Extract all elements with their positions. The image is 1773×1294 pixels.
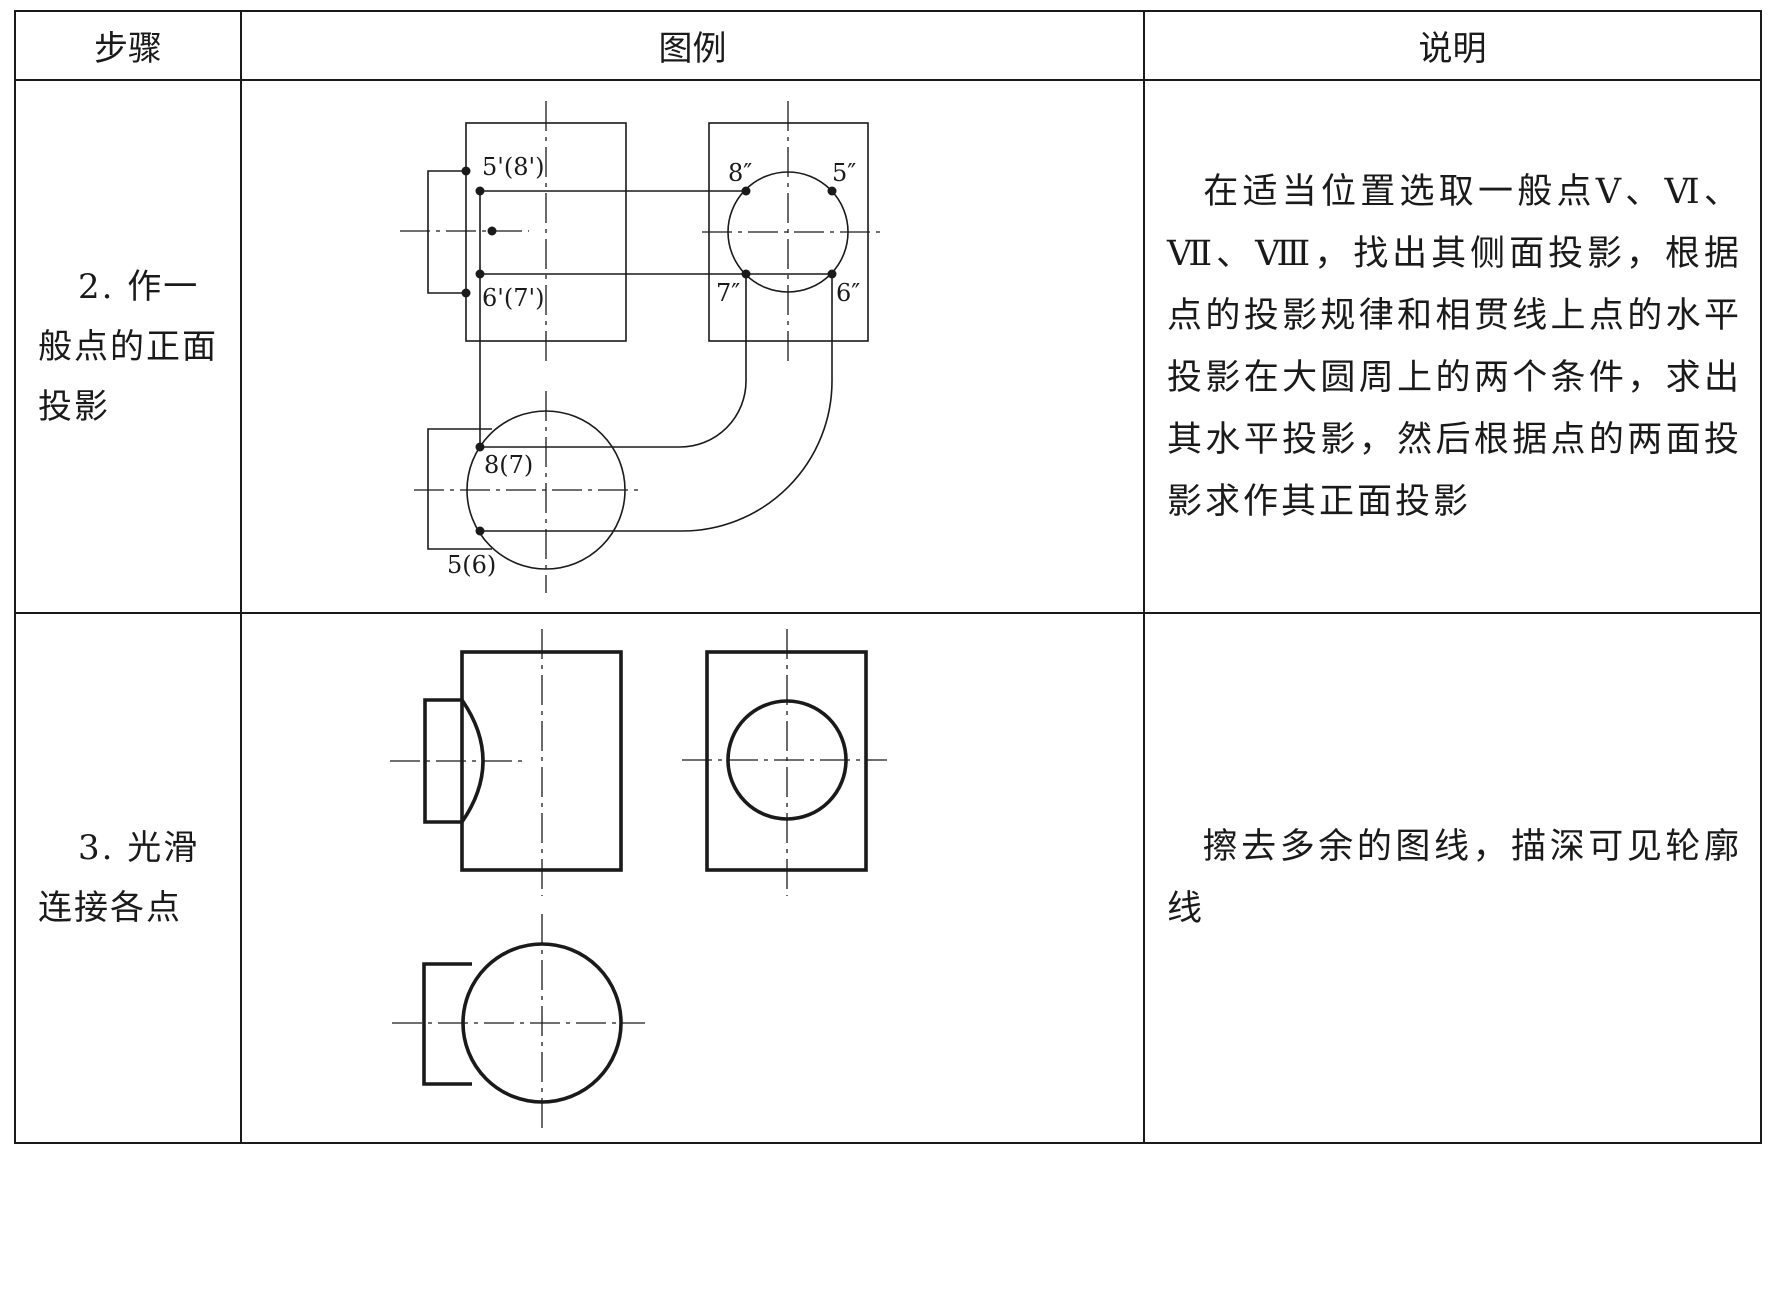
step-cell: 3. 光滑连接各点 <box>14 612 242 1144</box>
label-front-bottom: 6'(7') <box>482 284 544 312</box>
label-side-bl: 7″ <box>716 279 740 307</box>
description-cell: 擦去多余的图线，描深可见轮廓线 <box>1143 612 1762 1144</box>
steps-table: 步骤 图例 说明 2. 作一般点的正面投影 5'(8') 6'(7') <box>14 10 1762 1144</box>
plan-circle <box>461 942 623 1104</box>
transfer-arc-inner <box>480 274 747 448</box>
front-branch-outline <box>427 170 466 294</box>
header-figure: 图例 <box>240 10 1145 81</box>
description-cell: 在适当位置选取一般点Ⅴ、Ⅵ、Ⅶ、Ⅷ，找出其侧面投影，根据点的投影规律和相贯线上点… <box>1143 79 1762 614</box>
label-side-tl: 8″ <box>728 159 752 187</box>
label-side-br: 6″ <box>836 279 860 307</box>
figure-cell: 5'(8') 6'(7') 8″ 5″ 7″ 6″ <box>240 79 1145 614</box>
point-dot <box>475 269 485 279</box>
description-text: 擦去多余的图线，描深可见轮廓线 <box>1167 827 1742 929</box>
figure-cell <box>240 612 1145 1144</box>
point-dot <box>461 288 471 298</box>
table-row: 2. 作一般点的正面投影 5'(8') 6'(7') <box>14 79 1762 614</box>
point-dot <box>461 166 471 176</box>
plan-branch-outline <box>422 962 472 1086</box>
description-text: 在适当位置选取一般点Ⅴ、Ⅵ、Ⅶ、Ⅷ，找出其侧面投影，根据点的投影规律和相贯线上点… <box>1167 171 1742 522</box>
point-dot <box>487 226 497 236</box>
table-row: 3. 光滑连接各点 擦去多余的图线，描深可见轮廓线 <box>14 612 1762 1144</box>
step-text: 3. 光滑连接各点 <box>38 828 200 928</box>
side-circle <box>726 699 848 821</box>
point-dot <box>741 186 751 196</box>
point-dot <box>475 186 485 196</box>
header-row: 步骤 图例 说明 <box>14 10 1762 81</box>
side-circle <box>727 171 849 293</box>
front-branch-outline <box>423 698 485 824</box>
projection-figure-step2: 5'(8') 6'(7') 8″ 5″ 7″ 6″ <box>400 101 880 593</box>
point-dot <box>827 186 837 196</box>
point-dot <box>475 526 485 536</box>
point-dot <box>475 442 485 452</box>
label-plan-lower: 5(6) <box>447 551 496 579</box>
step-text: 2. 作一般点的正面投影 <box>38 266 218 427</box>
label-side-tr: 5″ <box>832 159 856 187</box>
plan-branch-outline <box>427 428 492 550</box>
transfer-arc-outer <box>480 274 833 532</box>
header-description: 说明 <box>1143 10 1762 81</box>
projection-figure-step3 <box>390 629 887 1129</box>
header-step: 步骤 <box>14 10 242 81</box>
step-cell: 2. 作一般点的正面投影 <box>14 79 242 614</box>
label-plan-upper: 8(7) <box>484 451 533 479</box>
label-front-top: 5'(8') <box>482 153 544 181</box>
